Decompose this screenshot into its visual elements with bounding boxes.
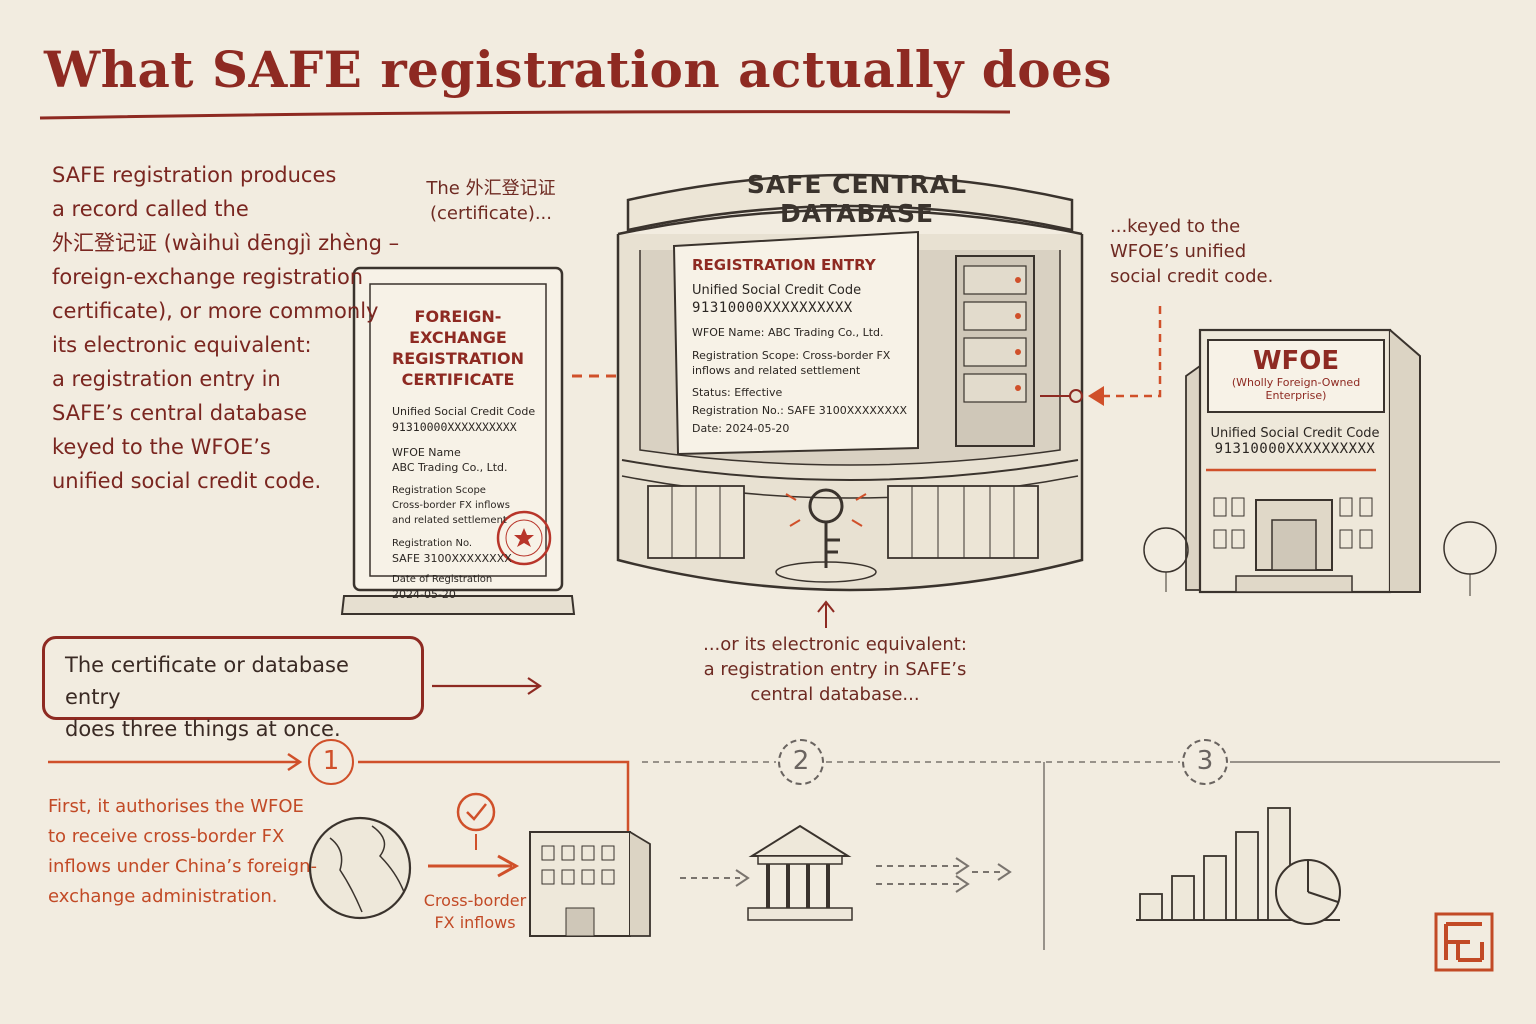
wfoe-uscc-label: Unified Social Credit Code (1210, 426, 1380, 441)
step-1-line: exchange administration. (48, 886, 278, 907)
intro-line: keyed to the WFOE’s (52, 435, 271, 459)
step-1-line: inflows under China’s foreign- (48, 856, 318, 877)
registration-name-line: WFOE Name: ABC Trading Co., Ltd. (692, 326, 884, 339)
intro-line: a record called the (52, 197, 249, 221)
intro-line: SAFE’s central database (52, 401, 308, 425)
callout-line: The certificate or database entry (65, 653, 349, 709)
fx-inflow-label-line: Cross-border (423, 891, 527, 910)
wfoe-building-illustration (1143, 328, 1497, 596)
pie-chart-icon (1275, 859, 1341, 925)
step-1-line: First, it authorises the WFOE (48, 796, 304, 817)
certificate-name-label: WFOE Name (392, 446, 461, 459)
intro-line: unified social credit code. (52, 469, 322, 493)
electronic-note-line: central database... (750, 684, 920, 705)
wfoe-sign: WFOE (Wholly Foreign-Owned Enterprise) (1208, 346, 1384, 402)
certificate-date-label: Date of Registration (392, 574, 493, 585)
check-icon (456, 792, 496, 832)
certificate-title: CERTIFICATE (401, 370, 515, 389)
certificate-uscc-value: 91310000XXXXXXXXXX (392, 420, 517, 434)
electronic-note-line: ...or its electronic equivalent: (703, 634, 967, 655)
db-up-arrow (817, 600, 835, 628)
registration-uscc-value: 91310000XXXXXXXXXX (692, 300, 853, 316)
database-illustration (616, 173, 1084, 592)
office-building-icon (529, 831, 651, 937)
wfoe-subtitle: (Wholly Foreign-Owned Enterprise) (1231, 376, 1361, 402)
registration-date-line: Date: 2024-05-20 (692, 422, 790, 435)
three-things-callout: The certificate or database entry does t… (42, 636, 424, 741)
keyed-note-line: social credit code. (1110, 266, 1274, 287)
intro-line: certificate), or more commonly (52, 299, 379, 323)
certificate-note-line: The 外汇登记证 (426, 178, 556, 199)
step-2-badge: 2 (778, 739, 824, 785)
intro-paragraph: SAFE registration produces a record call… (52, 158, 400, 498)
electronic-note: ...or its electronic equivalent: a regis… (700, 632, 970, 707)
certificate-note: The 外汇登记证 (certificate)... (416, 176, 566, 226)
certificate-regno-value: SAFE 3100XXXXXXXX (392, 552, 512, 565)
step-1-badge: 1 (308, 739, 354, 785)
wfoe-uscc-value: 91310000XXXXXXXXXX (1214, 441, 1376, 457)
registration-uscc-label: Unified Social Credit Code (692, 283, 862, 298)
certificate-illustration (340, 266, 576, 615)
certificate-uscc-label: Unified Social Credit Code (392, 405, 536, 418)
certificate-date-value: 2024-05-20 (392, 588, 456, 601)
step-1-line: to receive cross-border FX (48, 826, 285, 847)
certificate-name-value: ABC Trading Co., Ltd. (392, 461, 508, 474)
keyed-arrow (1100, 306, 1162, 398)
brand-logo-icon (1434, 912, 1494, 972)
registration-entry-sheet (672, 230, 919, 456)
callout-line: does three things at once. (65, 717, 341, 741)
certificate-note-line: (certificate)... (429, 203, 553, 224)
step-1-description: First, it authorises the WFOE to receive… (48, 792, 338, 912)
registration-scope-line: Registration Scope: Cross-border FX (692, 349, 891, 362)
intro-line: foreign-exchange registration (52, 265, 364, 289)
step1-lead-arrow (48, 752, 303, 772)
fx-inflow-label-line: FX inflows (434, 913, 516, 932)
electronic-note-line: a registration entry in SAFE’s (703, 659, 967, 680)
keyed-note: ...keyed to the WFOE’s unified social cr… (1110, 214, 1290, 289)
registration-status-line: Status: Effective (692, 386, 783, 399)
page-title: What SAFE registration actually does (44, 40, 1113, 99)
certificate-scope-value: and related settlement (392, 515, 507, 526)
wfoe-title: WFOE (1252, 346, 1340, 376)
step-3-badge: 3 (1182, 739, 1228, 785)
registration-entry-title: REGISTRATION ENTRY (692, 256, 876, 274)
database-label: SAFE CENTRAL DATABASE (746, 170, 968, 228)
certificate-regno-label: Registration No. (392, 538, 473, 549)
certificate-content: FOREIGN-EXCHANGE REGISTRATION CERTIFICAT… (374, 306, 542, 602)
intro-line: its electronic equivalent: (52, 333, 312, 357)
wfoe-uscc: Unified Social Credit Code 91310000XXXXX… (1200, 426, 1390, 457)
certificate-title: REGISTRATION (391, 349, 525, 368)
fx-inflow-label: Cross-border FX inflows (420, 890, 530, 934)
intro-line: SAFE registration produces (52, 163, 337, 187)
certificate-scope-label: Registration Scope (392, 485, 486, 496)
bank-icon (747, 824, 853, 921)
title-underline (39, 110, 1011, 120)
registration-scope-line: inflows and related settlement (692, 364, 861, 377)
fx-inflow-arrow (428, 854, 520, 878)
keyed-note-line: WFOE’s unified (1110, 241, 1247, 262)
certificate-scope-value: Cross-border FX inflows (392, 500, 510, 511)
keyed-note-line: ...keyed to the (1110, 216, 1241, 237)
intro-line: 外汇登记证 (wàihuì dēngjì zhèng – (52, 231, 400, 255)
callout-arrow (432, 677, 542, 695)
intro-line: a registration entry in (52, 367, 281, 391)
certificate-title: FOREIGN-EXCHANGE (409, 307, 507, 347)
registration-regno-line: Registration No.: SAFE 3100XXXXXXXX (692, 404, 908, 417)
registration-entry-content: REGISTRATION ENTRY Unified Social Credit… (692, 256, 912, 438)
red-seal-stamp (496, 510, 552, 566)
